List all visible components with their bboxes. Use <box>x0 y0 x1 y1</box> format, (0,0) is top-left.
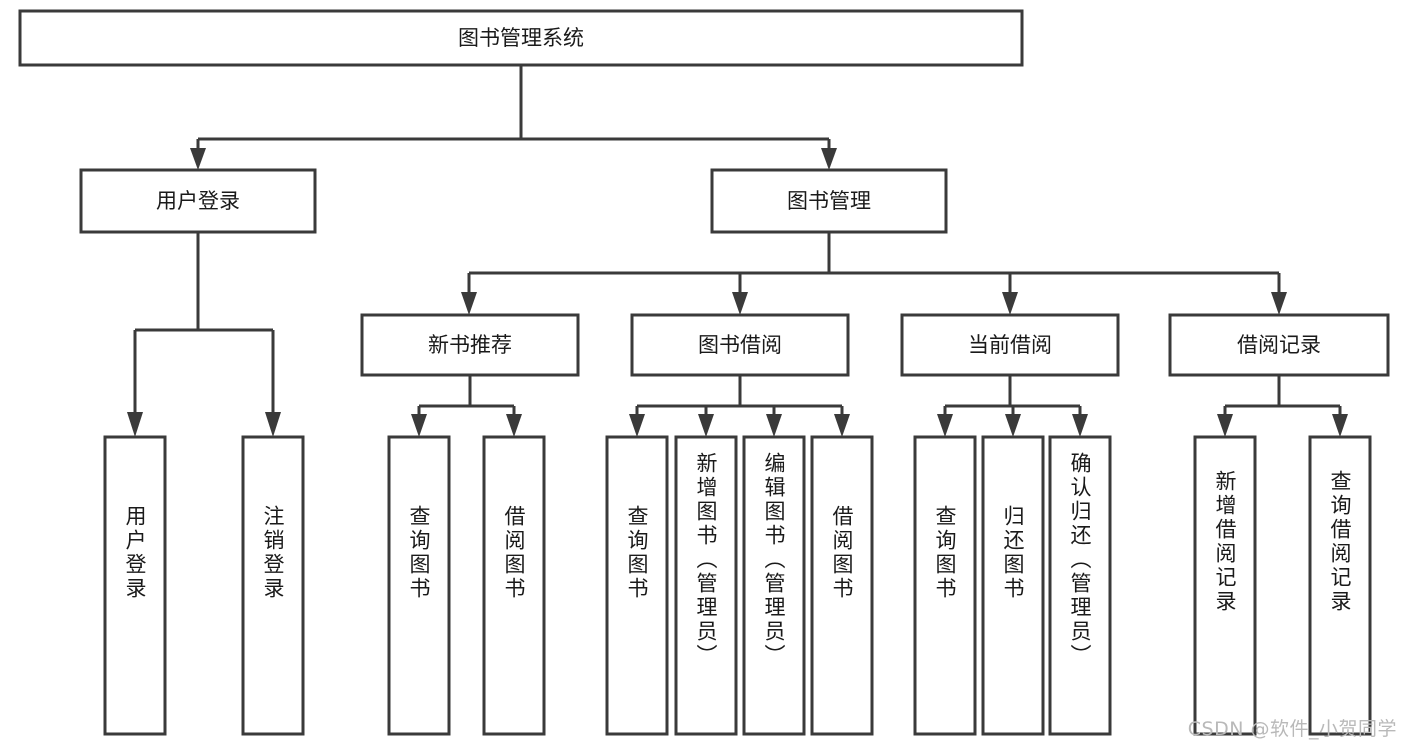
arrow-head-icon <box>766 414 782 437</box>
connector-current-borrow-to-leaves <box>937 375 1088 437</box>
leaf-query-book-2[interactable]: 查询图书 <box>605 435 669 736</box>
leaf-return-book-box[interactable] <box>981 435 1045 736</box>
node-root-label: 图书管理系统 <box>458 26 584 50</box>
leaf-borrow-book-1-label: 借阅图书 <box>502 505 526 601</box>
node-borrow-record-box[interactable] <box>1168 313 1390 377</box>
arrow-head-icon <box>1072 414 1088 437</box>
leaf-borrow-book-2-label: 借阅图书 <box>830 505 854 601</box>
leaf-logout-box[interactable] <box>241 435 305 736</box>
node-current-borrow-box[interactable] <box>900 313 1120 377</box>
arrow-head-icon <box>732 292 748 315</box>
arrow-head-icon <box>1217 414 1233 437</box>
leaf-borrow-book-2-box[interactable] <box>810 435 874 736</box>
leaf-user-login-box[interactable] <box>103 435 167 736</box>
node-book-manage[interactable]: 图书管理 <box>710 168 948 234</box>
leaf-edit-book[interactable]: 编辑图书（管理员） <box>742 435 806 736</box>
arrow-head-icon <box>834 414 850 437</box>
leaf-logout[interactable]: 注销登录 <box>241 435 305 736</box>
arrow-head-icon <box>190 148 206 170</box>
node-user-login-label: 用户登录 <box>156 189 240 213</box>
leaf-query-book-3-label: 查询图书 <box>933 505 957 601</box>
leaf-add-record[interactable]: 新增借阅记录 <box>1193 435 1257 736</box>
leaf-add-record-box[interactable] <box>1193 435 1257 736</box>
leaf-query-record-label: 查询借阅记录 <box>1328 470 1352 614</box>
node-new-book-recommend[interactable]: 新书推荐 <box>360 313 580 377</box>
arrow-head-icon <box>629 414 645 437</box>
connector-root-to-level2 <box>190 65 837 170</box>
leaf-add-record-label: 新增借阅记录 <box>1213 470 1237 614</box>
connector-borrow-record-to-leaves <box>1217 375 1348 437</box>
leaf-node-group: 用户登录 注销登录 查询图书 借阅图书 查询图书 新增图书（管理员） <box>103 435 1372 736</box>
node-current-borrow[interactable]: 当前借阅 <box>900 313 1120 377</box>
node-book-borrow[interactable]: 图书借阅 <box>630 313 850 377</box>
leaf-query-record[interactable]: 查询借阅记录 <box>1308 435 1372 736</box>
node-user-login-box[interactable] <box>79 168 317 234</box>
connector-user-login-to-leaves <box>127 232 281 437</box>
leaf-query-book-3[interactable]: 查询图书 <box>913 435 977 736</box>
connector-book-manage-to-level3 <box>461 232 1287 315</box>
node-user-login[interactable]: 用户登录 <box>79 168 317 234</box>
node-new-book-recommend-label: 新书推荐 <box>428 333 512 357</box>
leaf-add-book[interactable]: 新增图书（管理员） <box>674 435 738 736</box>
node-book-manage-box[interactable] <box>710 168 948 234</box>
arrow-head-icon <box>1332 414 1348 437</box>
arrow-head-icon <box>127 412 143 437</box>
node-root-box[interactable] <box>18 9 1024 67</box>
arrow-head-icon <box>461 292 477 315</box>
leaf-return-book[interactable]: 归还图书 <box>981 435 1045 736</box>
node-borrow-record-label: 借阅记录 <box>1237 333 1321 357</box>
node-borrow-record[interactable]: 借阅记录 <box>1168 313 1390 377</box>
arrow-head-icon <box>937 414 953 437</box>
leaf-logout-label: 注销登录 <box>261 505 285 601</box>
arrow-head-icon <box>265 412 281 437</box>
leaf-add-book-box[interactable] <box>674 435 738 736</box>
leaf-query-book-1[interactable]: 查询图书 <box>387 435 451 736</box>
node-book-borrow-box[interactable] <box>630 313 850 377</box>
leaf-borrow-book-1-box[interactable] <box>482 435 546 736</box>
leaf-return-book-label: 归还图书 <box>1001 505 1025 601</box>
node-current-borrow-label: 当前借阅 <box>968 333 1052 357</box>
leaf-query-book-1-box[interactable] <box>387 435 451 736</box>
arrow-head-icon <box>821 148 837 170</box>
connector-new-book-to-leaves <box>411 375 522 437</box>
leaf-edit-book-label: 编辑图书（管理员） <box>762 452 786 668</box>
leaf-query-book-2-box[interactable] <box>605 435 669 736</box>
node-root[interactable]: 图书管理系统 <box>18 9 1024 67</box>
leaf-add-book-label: 新增图书（管理员） <box>694 452 718 668</box>
arrow-head-icon <box>1002 292 1018 315</box>
leaf-borrow-book-1[interactable]: 借阅图书 <box>482 435 546 736</box>
arrow-head-icon <box>506 414 522 437</box>
arrow-head-icon <box>698 414 714 437</box>
leaf-user-login-label: 用户登录 <box>123 505 147 601</box>
arrow-head-icon <box>1271 292 1287 315</box>
leaf-edit-book-box[interactable] <box>742 435 806 736</box>
leaf-borrow-book-2[interactable]: 借阅图书 <box>810 435 874 736</box>
leaf-query-record-box[interactable] <box>1308 435 1372 736</box>
leaf-query-book-1-label: 查询图书 <box>407 505 431 601</box>
leaf-confirm-return-box[interactable] <box>1048 435 1112 736</box>
leaf-confirm-return[interactable]: 确认归还（管理员） <box>1048 435 1112 736</box>
leaf-confirm-return-label: 确认归还（管理员） <box>1068 452 1092 668</box>
arrow-head-icon <box>411 414 427 437</box>
node-book-borrow-label: 图书借阅 <box>698 333 782 357</box>
arrow-head-icon <box>1005 414 1021 437</box>
leaf-query-book-2-label: 查询图书 <box>625 505 649 601</box>
node-new-book-recommend-box[interactable] <box>360 313 580 377</box>
connector-book-borrow-to-leaves <box>629 375 850 437</box>
leaf-user-login[interactable]: 用户登录 <box>103 435 167 736</box>
node-book-manage-label: 图书管理 <box>787 189 871 213</box>
leaf-query-book-3-box[interactable] <box>913 435 977 736</box>
